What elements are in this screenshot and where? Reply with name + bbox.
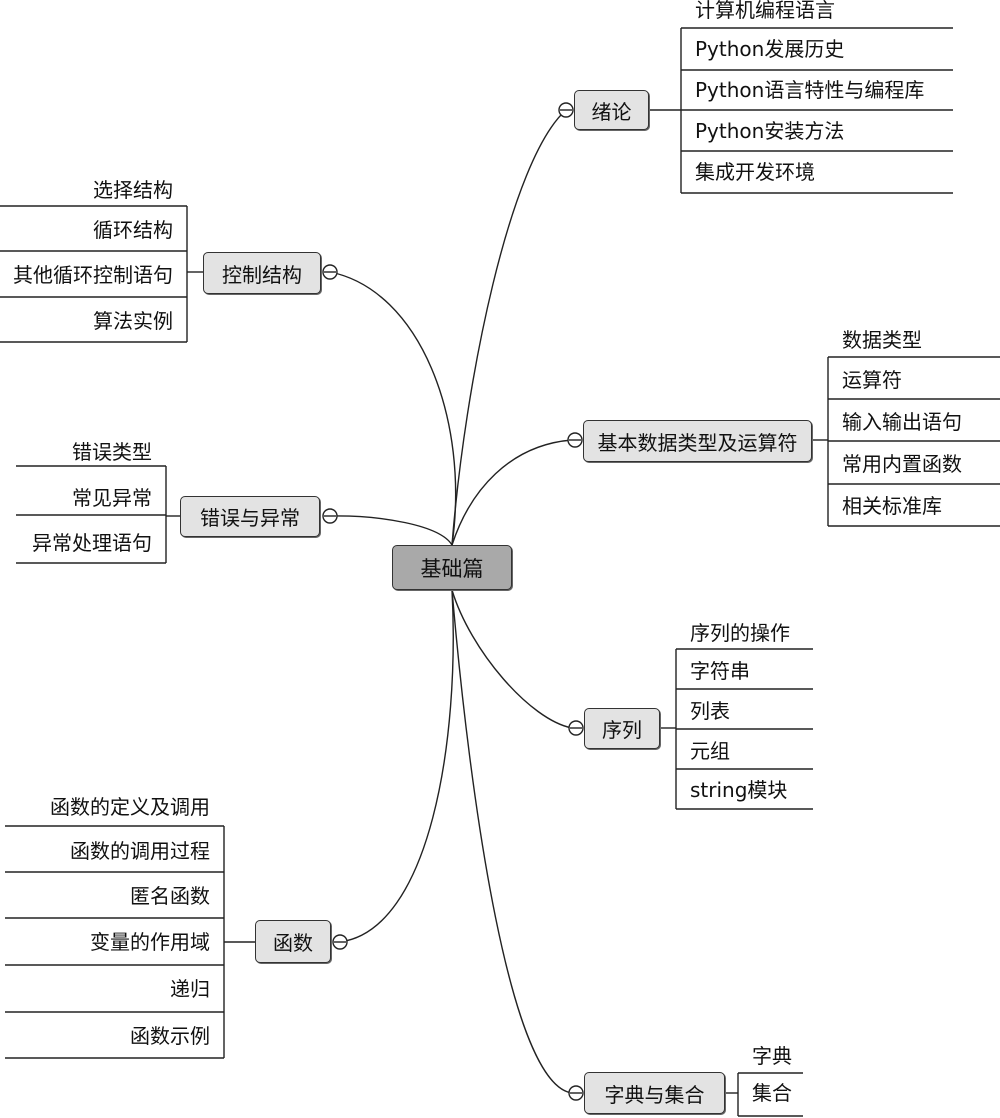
toggle-errors xyxy=(322,508,338,524)
list-item[interactable]: 运算符 xyxy=(842,368,902,392)
toggle-sequence xyxy=(568,720,584,736)
toggle-dict xyxy=(568,1085,584,1101)
list-item[interactable]: 列表 xyxy=(690,699,730,723)
list-item[interactable]: 集合 xyxy=(752,1081,792,1105)
link-intro xyxy=(451,109,567,546)
link-functions xyxy=(339,589,454,943)
list-item[interactable]: 选择结构 xyxy=(93,178,173,202)
list-item[interactable]: 函数示例 xyxy=(130,1024,210,1048)
link-control xyxy=(329,271,457,546)
list-item[interactable]: 计算机编程语言 xyxy=(695,0,835,22)
link-errors xyxy=(329,515,453,546)
toggle-datatypes xyxy=(567,432,583,448)
list-item[interactable]: 异常处理语句 xyxy=(32,531,152,555)
list-item[interactable]: 相关标准库 xyxy=(842,494,942,518)
toggle-intro xyxy=(558,102,574,118)
list-item[interactable]: 错误类型 xyxy=(72,440,152,464)
link-dict xyxy=(451,589,573,1094)
list-item[interactable]: 函数的调用过程 xyxy=(70,839,210,863)
list-item[interactable]: 其他循环控制语句 xyxy=(13,263,173,287)
list-item[interactable]: 字符串 xyxy=(690,659,750,683)
root-node[interactable]: 基础篇 xyxy=(392,545,512,590)
list-item[interactable]: 集成开发环境 xyxy=(695,160,815,184)
list-item[interactable]: 元组 xyxy=(690,739,730,763)
topic-datatypes[interactable]: 基本数据类型及运算符 xyxy=(583,420,812,462)
list-item[interactable]: 算法实例 xyxy=(93,309,173,333)
topic-control[interactable]: 控制结构 xyxy=(203,252,321,294)
toggle-control xyxy=(322,264,338,280)
toggle-functions xyxy=(332,934,348,950)
list-item[interactable]: 常用内置函数 xyxy=(842,452,962,476)
topic-functions[interactable]: 函数 xyxy=(255,920,331,963)
list-item[interactable]: 数据类型 xyxy=(842,328,922,352)
list-item[interactable]: 常见异常 xyxy=(72,486,152,510)
list-item[interactable]: 输入输出语句 xyxy=(842,410,962,434)
list-item[interactable]: Python语言特性与编程库 xyxy=(695,78,925,102)
list-item[interactable]: 变量的作用域 xyxy=(90,930,210,954)
topic-dict[interactable]: 字典与集合 xyxy=(584,1072,725,1114)
list-item[interactable]: 函数的定义及调用 xyxy=(50,795,210,819)
link-datatypes xyxy=(451,439,573,546)
list-item[interactable]: 循环结构 xyxy=(93,218,173,242)
list-item[interactable]: string模块 xyxy=(690,778,788,802)
topic-errors[interactable]: 错误与异常 xyxy=(180,496,320,537)
list-item[interactable]: 递归 xyxy=(170,977,210,1001)
list-item[interactable]: 字典 xyxy=(752,1044,792,1068)
topic-sequence[interactable]: 序列 xyxy=(584,708,660,749)
link-sequence xyxy=(451,589,573,729)
list-item[interactable]: 匿名函数 xyxy=(130,884,210,908)
list-item[interactable]: Python安装方法 xyxy=(695,119,845,143)
list-item[interactable]: Python发展历史 xyxy=(695,37,845,61)
list-item[interactable]: 序列的操作 xyxy=(690,621,790,645)
topic-intro[interactable]: 绪论 xyxy=(574,90,649,130)
